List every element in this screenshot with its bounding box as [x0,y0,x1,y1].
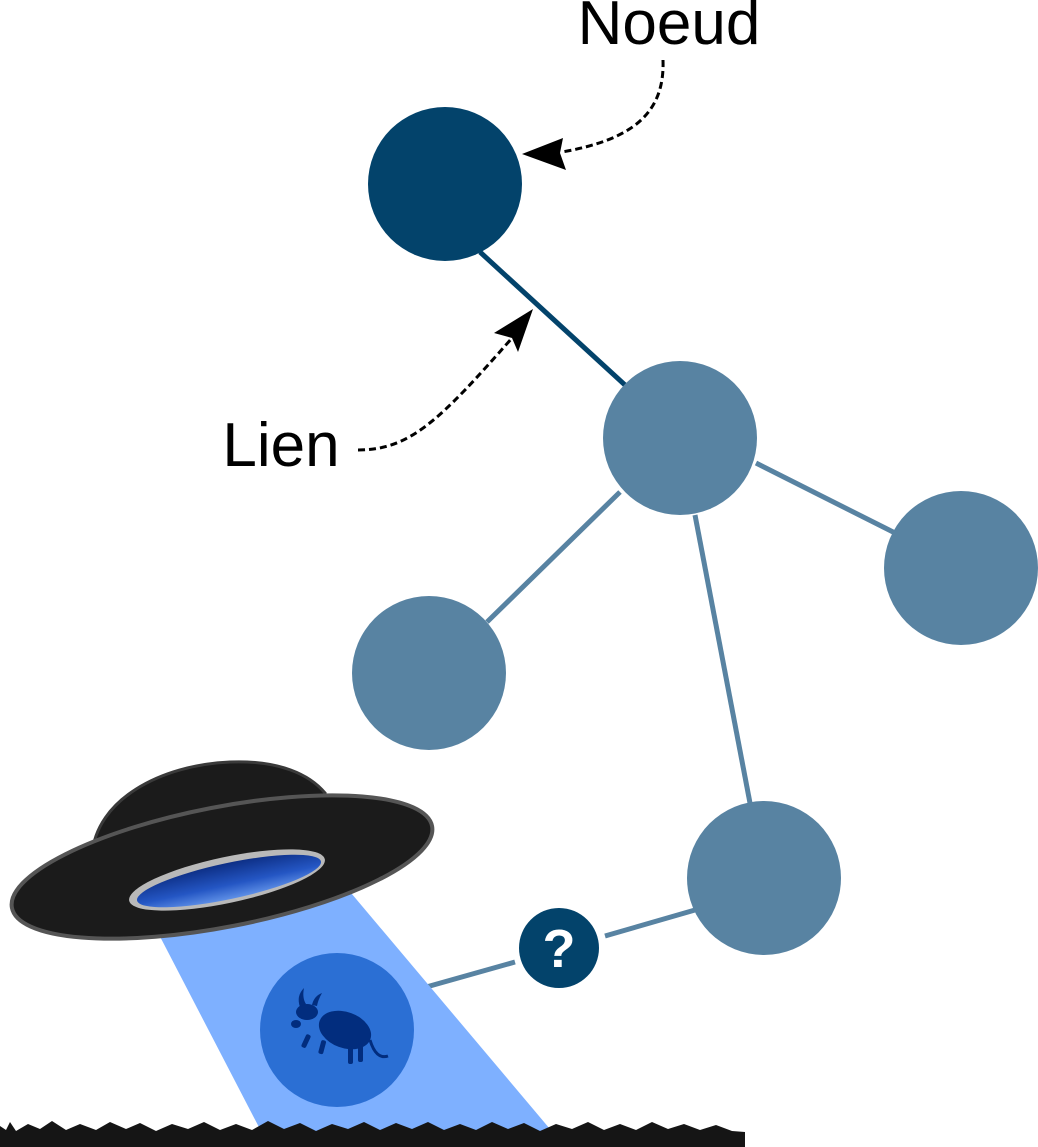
question-node-circle [519,908,599,988]
ground-grass-icon [0,1121,745,1147]
bottom-node [687,801,841,955]
link-hub-bottom [692,514,753,804]
node-pointer-arrowhead [522,138,566,170]
links [404,250,897,996]
cow-icon [291,988,389,1064]
question-mark: ? [543,919,576,979]
link-bottom-question [604,907,696,939]
node-label: Noeud [578,0,761,58]
ufo-icon [9,760,435,941]
nodes [352,107,1038,955]
link-hub-left [485,490,622,624]
hub-node [603,361,757,515]
link-pointer-arrowhead [494,309,533,352]
link-hub-right [754,460,897,536]
right-node [884,491,1038,645]
left-node [352,596,506,750]
link-root-hub [478,250,627,387]
abducted-node [260,953,414,1107]
link-pointer-line [357,337,514,452]
root-node [368,107,522,261]
link-annotation: Lien [222,309,533,480]
ufo-window [136,854,322,908]
question-node: ? [519,908,599,988]
node-pointer-line [561,59,665,154]
node-annotation: Noeud [522,0,760,170]
link-label: Lien [222,411,339,480]
